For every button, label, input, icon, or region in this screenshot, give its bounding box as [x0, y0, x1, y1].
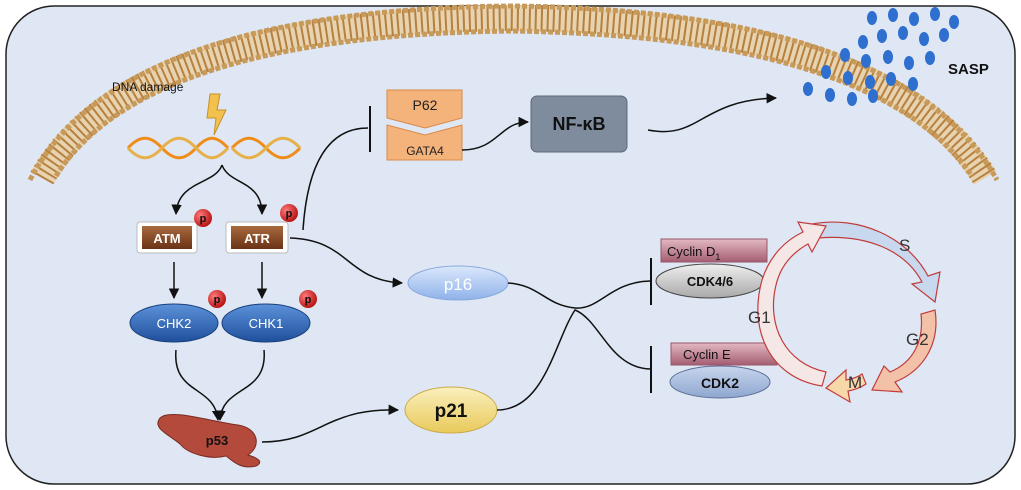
lightning-icon: [206, 93, 227, 136]
phase-m-label: M: [848, 373, 862, 392]
inhibit-p21-path: [496, 309, 651, 411]
chk1-ellipse: [221, 303, 311, 343]
chk2-label: CHK2: [157, 316, 192, 331]
gata4-label: GATA4: [406, 144, 444, 158]
p16-label: p16: [444, 275, 472, 294]
arrow-atr-to-p16: [289, 237, 404, 288]
dna-damage-label: DNA damage: [112, 80, 184, 94]
cycle-arc-g1: [757, 221, 827, 387]
atm-phospho-icon: [194, 209, 212, 227]
arrow-dna-to-atr: [221, 164, 268, 216]
arrow-nfkb-to-sasp: [647, 93, 778, 133]
phase-s-label: S: [899, 236, 910, 255]
nfkb-label: NF-κB: [552, 114, 605, 134]
cyclin-e-label: Cyclin E: [683, 347, 731, 362]
cdk2-ellipse: [669, 365, 771, 399]
cyclin-d1-box: [660, 238, 768, 263]
nfkb-box: [530, 95, 628, 153]
cell-membrane: [27, 3, 1000, 185]
cycle-arc-s: [811, 221, 941, 304]
arrow-gata4-to-nfkb: [461, 116, 530, 151]
chk2-ellipse: [129, 303, 219, 343]
gata4-shape: [386, 124, 463, 161]
p62-shape: [386, 89, 463, 129]
chk1-phospho-label: p: [305, 294, 312, 306]
cell-cycle-diagram: S G1 G2 M: [748, 221, 941, 404]
p53-label: p53: [206, 433, 228, 448]
inhibit-p16-path: [507, 280, 651, 309]
p62-label: P62: [413, 97, 438, 113]
sasp-label: SASP: [948, 61, 989, 78]
cycle-arc-m: [824, 368, 867, 404]
phase-g1-label: G1: [748, 308, 771, 327]
dna-helix-icon: [126, 136, 302, 160]
chk1-label: CHK1: [249, 316, 284, 331]
cyclin-d1-label: Cyclin D1: [667, 244, 720, 262]
atm-label: ATM: [153, 231, 180, 246]
chk2-phospho-icon: [208, 290, 226, 308]
atr-phospho-icon: [280, 204, 298, 222]
arrow-dna-to-atm: [171, 164, 223, 216]
p53-shape: [157, 414, 261, 468]
atr-phospho-label: p: [286, 208, 293, 220]
atm-phospho-label: p: [200, 213, 207, 225]
chk2-phospho-label: p: [214, 294, 221, 306]
atr-label: ATR: [244, 231, 270, 246]
arrow-chk2-to-p53: [175, 349, 223, 422]
inhibit-atr-to-p62: [302, 127, 369, 231]
arrow-p53-to-p21: [261, 404, 400, 443]
cdk2-label: CDK2: [701, 375, 739, 391]
arrow-chk1-to-p53: [215, 349, 265, 422]
p21-label: p21: [435, 401, 468, 422]
sasp-vesicles: [803, 7, 959, 106]
chk1-phospho-icon: [299, 290, 317, 308]
cdk46-label: CDK4/6: [687, 274, 733, 289]
cycle-arc-g2: [871, 309, 937, 393]
phase-g2-label: G2: [906, 330, 929, 349]
